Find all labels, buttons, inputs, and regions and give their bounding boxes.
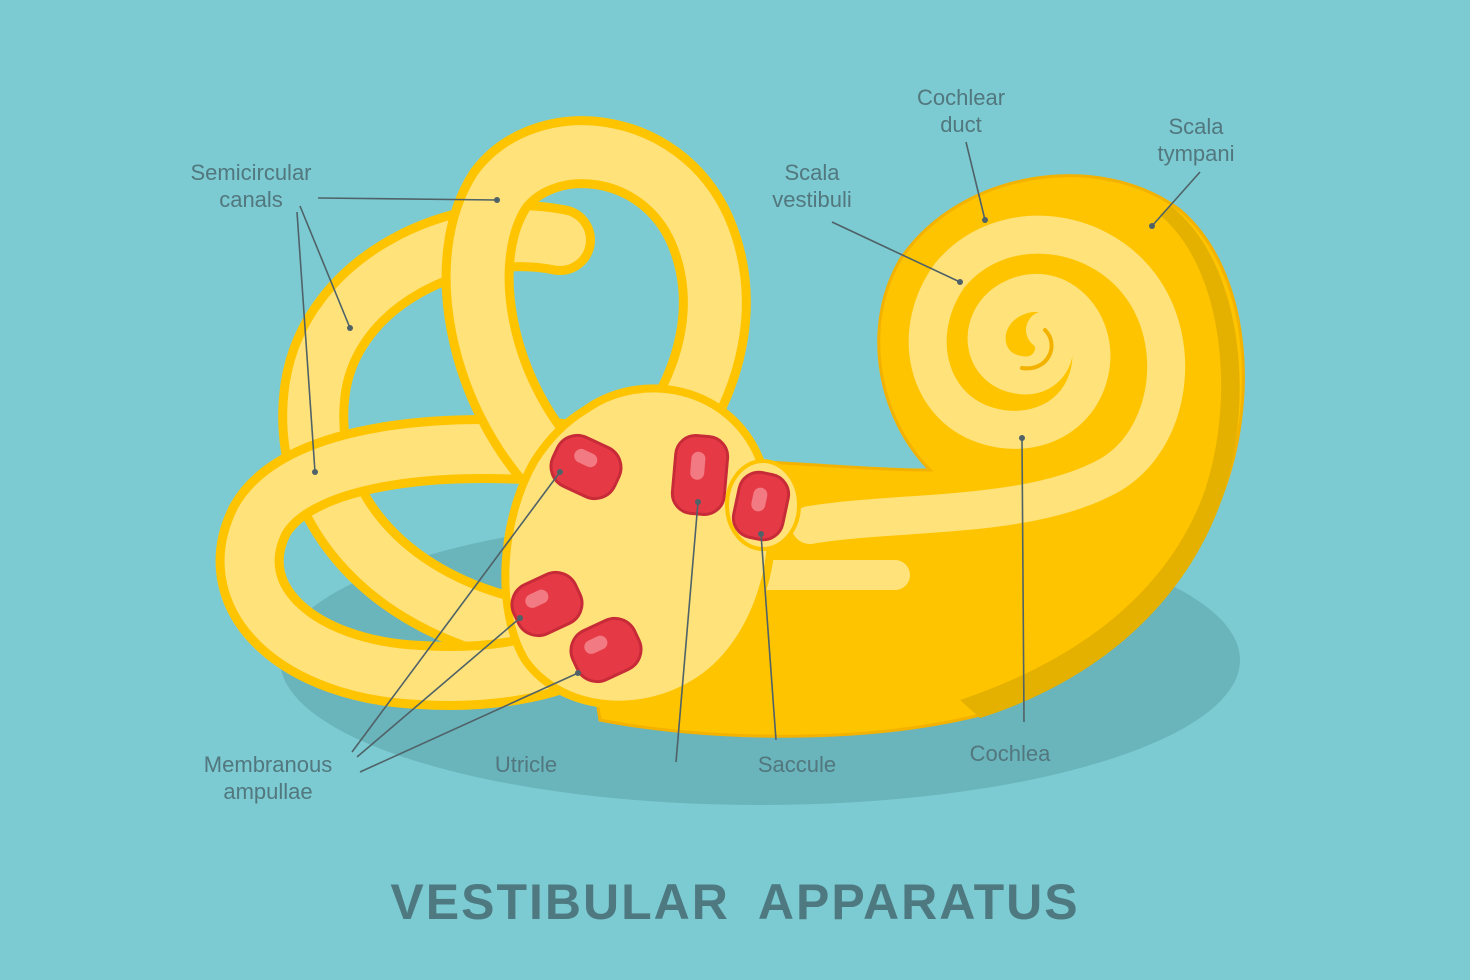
label-membranous-ampullae: Membranous ampullae [203,752,333,804]
label-scala-tympani: Scala tympani [1157,114,1235,166]
label-scala-vestibuli: Scala vestibuli [772,160,852,212]
leader-dots [312,197,1155,676]
diagram-title: VESTIBULAR APPARATUS [390,874,1080,930]
ampulla-1 [549,433,623,501]
ampulla-3 [569,616,643,684]
label-saccule: Saccule [757,752,837,777]
label-cochlear-duct: Cochlear duct [916,85,1006,137]
label-utricle: Utricle [494,752,558,777]
semicircular-canals [215,116,751,710]
leader-lines [296,141,1201,773]
label-cochlea: Cochlea [969,741,1051,766]
ampulla-2 [510,570,584,638]
label-semicircular-canals: Semicircular canals [190,160,312,212]
ampullae [510,433,801,684]
cochlea-spiral [791,215,1186,544]
